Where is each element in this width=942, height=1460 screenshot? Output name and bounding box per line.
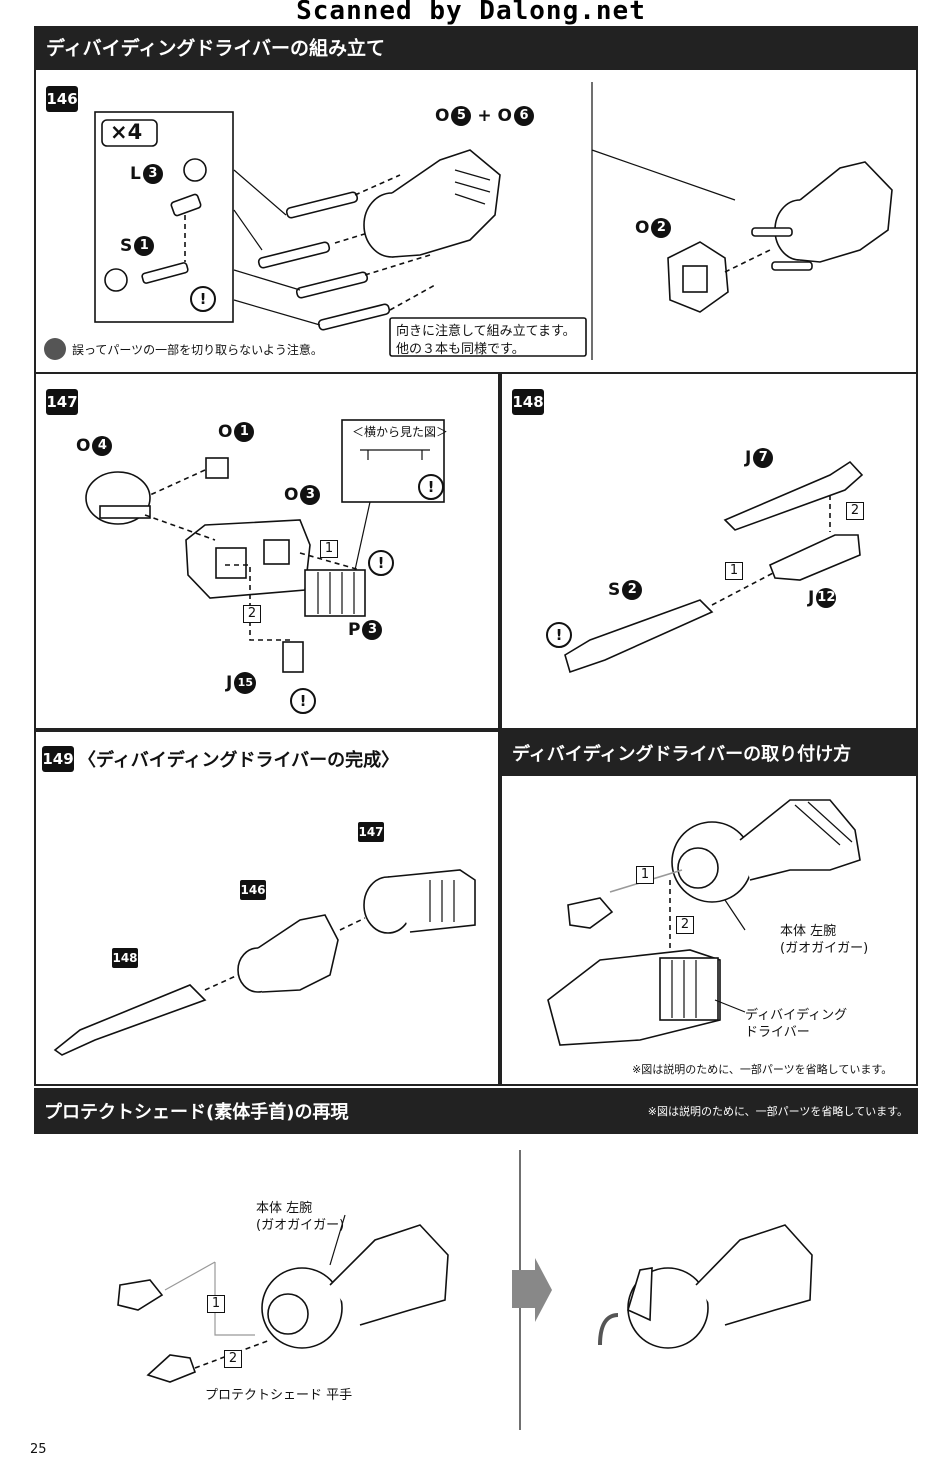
next-arrow bbox=[512, 1258, 552, 1322]
section-title: ディバイディングドライバーの組み立て bbox=[46, 37, 385, 60]
order-1-marker: 1 bbox=[320, 540, 338, 558]
step-149-panel bbox=[34, 730, 500, 1086]
pin-l3 bbox=[170, 193, 202, 217]
callout-line2: 他の３本も同様です。 bbox=[396, 342, 525, 357]
step-147-badge: 147 bbox=[46, 389, 78, 415]
attach-footnote: ※図は説明のために、一部パーツを省略しています。 bbox=[632, 1063, 893, 1076]
arm-protect-left bbox=[261, 1224, 449, 1349]
flat-hand-label: プロテクトシェード 平手 bbox=[205, 1388, 353, 1403]
driver-head-assembled bbox=[751, 161, 893, 271]
order-1-marker: 1 bbox=[636, 866, 654, 884]
section-header-assembly: ディバイディングドライバーの組み立て bbox=[34, 26, 918, 68]
driver-label-line2: ドライバー bbox=[745, 1025, 810, 1040]
completed-147 bbox=[363, 869, 476, 934]
part-o4 bbox=[85, 471, 151, 525]
section-header-protect: プロテクトシェード(素体手首)の再現 ※図は説明のために、一部パーツを省略してい… bbox=[34, 1088, 918, 1134]
multiplier-label: ×4 bbox=[110, 120, 143, 144]
step-146-badge: 146 bbox=[46, 86, 78, 112]
order-1-marker: 1 bbox=[725, 562, 743, 580]
part-j7 bbox=[723, 460, 864, 531]
completed-146 bbox=[237, 914, 339, 993]
completed-148 bbox=[53, 984, 207, 1056]
part-s2 bbox=[564, 599, 714, 674]
step-147-panel bbox=[34, 372, 500, 730]
protect-arm-label-line2: (ガオガイガー) bbox=[256, 1218, 345, 1233]
caution-icon: ! bbox=[290, 688, 316, 714]
protect-arm-label-line1: 本体 左腕 bbox=[256, 1201, 313, 1216]
cut-caution-icon bbox=[44, 338, 66, 360]
step-148-panel bbox=[500, 372, 918, 730]
caution-note: 誤ってパーツの一部を切り取らないよう注意。 bbox=[72, 343, 323, 357]
part-p3 bbox=[304, 569, 366, 617]
order-1-marker: 1 bbox=[207, 1295, 225, 1313]
part-o1 bbox=[205, 457, 229, 479]
part-o3 bbox=[185, 519, 311, 599]
hex-nut-o2 bbox=[667, 241, 729, 313]
order-2-marker: 2 bbox=[224, 1350, 242, 1368]
pin-s1 bbox=[141, 262, 189, 284]
arm-upper bbox=[671, 799, 861, 903]
cut-caution-icon-1 bbox=[183, 158, 207, 182]
step-149-badge: 149 bbox=[42, 746, 74, 772]
hand-removed bbox=[567, 897, 614, 929]
side-view-label: ＜横から見た図＞ bbox=[352, 425, 449, 439]
step-149-title: 〈ディバイディングドライバーの完成〉 bbox=[78, 750, 400, 771]
callout-line1: 向きに注意して組み立てます。 bbox=[396, 324, 576, 339]
order-2-marker: 2 bbox=[676, 916, 694, 934]
arm-label-line2: (ガオガイガー) bbox=[780, 941, 869, 956]
scan-watermark: Scanned by Dalong.net bbox=[296, 0, 646, 26]
order-2-marker: 2 bbox=[846, 502, 864, 520]
attach-title: ディバイディングドライバーの取り付け方 bbox=[512, 744, 852, 765]
ref-147-badge: 147 bbox=[358, 822, 384, 842]
part-j12 bbox=[768, 534, 861, 581]
flat-hand bbox=[146, 1354, 197, 1383]
arm-lower bbox=[547, 949, 721, 1046]
attach-panel bbox=[500, 776, 918, 1086]
driver-head bbox=[363, 149, 501, 258]
arm-protect-right bbox=[627, 1224, 813, 1349]
driver-label-line1: ディバイディング bbox=[745, 1008, 848, 1023]
order-2-marker: 2 bbox=[243, 605, 261, 623]
caution-icon: ! bbox=[190, 286, 216, 312]
protect-footnote: ※図は説明のために、一部パーツを省略しています。 bbox=[647, 1105, 908, 1118]
protect-title: プロテクトシェード(素体手首)の再現 bbox=[44, 1102, 349, 1123]
section-header-attach: ディバイディングドライバーの取り付け方 bbox=[500, 730, 918, 776]
caution-icon: ! bbox=[546, 622, 572, 648]
arm-label-line1: 本体 左腕 bbox=[780, 924, 837, 939]
multiplier-box bbox=[101, 119, 158, 147]
callout-box bbox=[389, 317, 587, 357]
cut-caution-icon-2 bbox=[104, 268, 128, 292]
old-hand bbox=[117, 1279, 164, 1311]
caution-icon: ! bbox=[418, 474, 444, 500]
part-j15 bbox=[282, 641, 304, 673]
caution-icon: ! bbox=[368, 550, 394, 576]
step-148-badge: 148 bbox=[512, 389, 544, 415]
ref-148-badge: 148 bbox=[112, 948, 138, 968]
ref-146-badge: 146 bbox=[240, 880, 266, 900]
page-number: 25 bbox=[30, 1442, 47, 1457]
shafts bbox=[257, 191, 391, 331]
